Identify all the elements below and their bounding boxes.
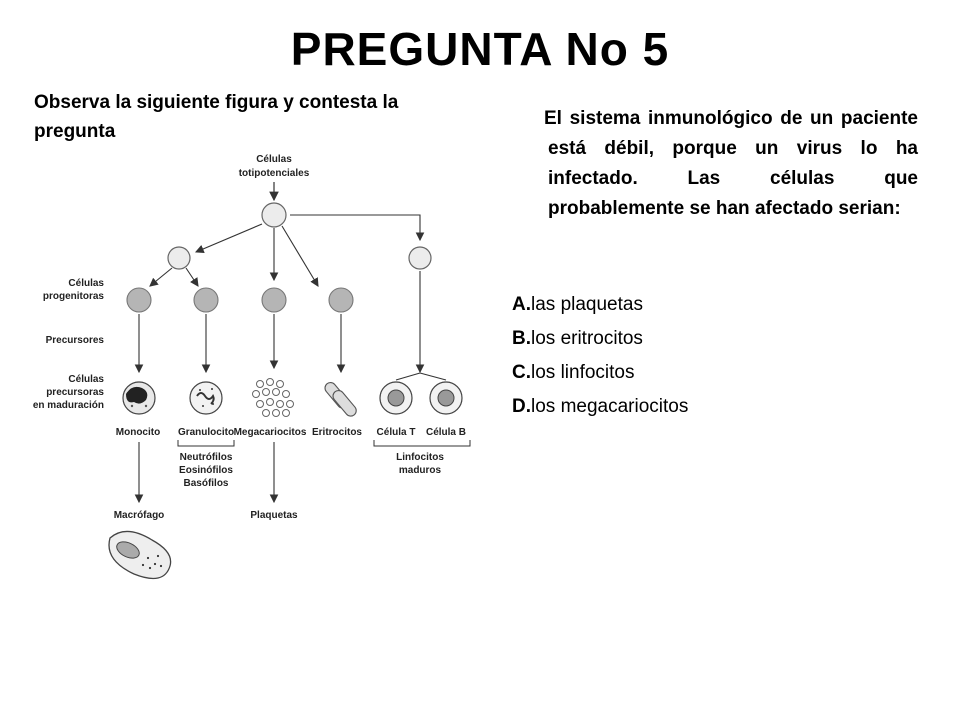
stem-cell: [261, 202, 287, 228]
option-a[interactable]: A.las plaquetas: [512, 288, 688, 322]
arrow: [395, 372, 421, 381]
macrophage-cell: [108, 530, 172, 580]
arrow: [149, 267, 173, 287]
lymphocyte-bracket: [373, 440, 471, 447]
arrow: [419, 372, 447, 381]
option-text: las plaquetas: [531, 294, 643, 315]
top-label-line1: Células: [256, 154, 292, 165]
label-maduracion-1: Células: [68, 374, 104, 385]
label-macrofago: Macrófago: [114, 510, 165, 521]
label-celula-t: Célula T: [377, 427, 416, 438]
top-label-line2: totipotenciales: [239, 168, 310, 179]
label-neutrofilos: Neutrófilos: [180, 452, 233, 463]
label-celula-b: Célula B: [426, 427, 466, 438]
label-maduracion-2: precursoras: [46, 387, 104, 398]
progenitor-cell: [193, 287, 219, 313]
option-c[interactable]: C.los linfocitos: [512, 356, 688, 390]
label-eritrocitos: Eritrocitos: [312, 427, 362, 438]
option-letter: A.: [512, 294, 531, 315]
label-eosinofilos: Eosinófilos: [179, 465, 233, 476]
t-cell: [379, 381, 413, 415]
option-letter: D.: [512, 396, 531, 417]
label-precursores: Precursores: [46, 335, 105, 346]
arrow: [194, 223, 263, 254]
label-progenitoras-2: progenitoras: [43, 291, 105, 302]
label-basofilos: Basófilos: [183, 478, 228, 489]
progenitor-cell: [328, 287, 354, 313]
arrow: [185, 267, 199, 287]
label-plaquetas: Plaquetas: [250, 510, 298, 521]
question-text: El sistema inmunológico de un paciente e…: [544, 108, 918, 219]
option-d[interactable]: D.los megacariocitos: [512, 390, 688, 424]
label-maduracion-3: en maduración: [33, 400, 104, 411]
megakaryocyte-cells: [252, 378, 294, 417]
label-granulocito: Granulocito: [178, 427, 234, 438]
option-text: los linfocitos: [531, 362, 635, 383]
b-cell: [429, 381, 463, 415]
intro-text: Observa la siguiente figura y contesta l…: [34, 92, 399, 142]
label-monocito: Monocito: [116, 427, 160, 438]
label-progenitoras-1: Células: [68, 278, 104, 289]
lymphoid-progenitor: [408, 246, 432, 270]
granulocyte-bracket: [177, 440, 235, 447]
label-linfocitos-2: maduros: [399, 465, 442, 476]
arrow: [290, 214, 425, 242]
hematopoiesis-diagram: Células totipotenciales Células progenit…: [33, 154, 471, 580]
progenitor-cell: [126, 287, 152, 313]
erythrocyte-cells: [324, 381, 357, 417]
option-text: los megacariocitos: [531, 396, 689, 417]
monocyte-cell: [122, 381, 156, 415]
option-letter: B.: [512, 328, 531, 349]
granulocyte-cell: [189, 381, 223, 415]
myeloid-progenitor: [167, 246, 191, 270]
answer-options: A.las plaquetas B.los eritrocitos C.los …: [512, 288, 688, 424]
progenitor-cell: [261, 287, 287, 313]
option-b[interactable]: B.los eritrocitos: [512, 322, 688, 356]
arrow: [281, 225, 319, 287]
page-title: PREGUNTA No 5: [290, 23, 670, 75]
label-linfocitos-1: Linfocitos: [396, 452, 444, 463]
label-megacariocitos: Megacariocitos: [234, 427, 307, 438]
option-text: los eritrocitos: [531, 328, 643, 349]
option-letter: C.: [512, 362, 531, 383]
